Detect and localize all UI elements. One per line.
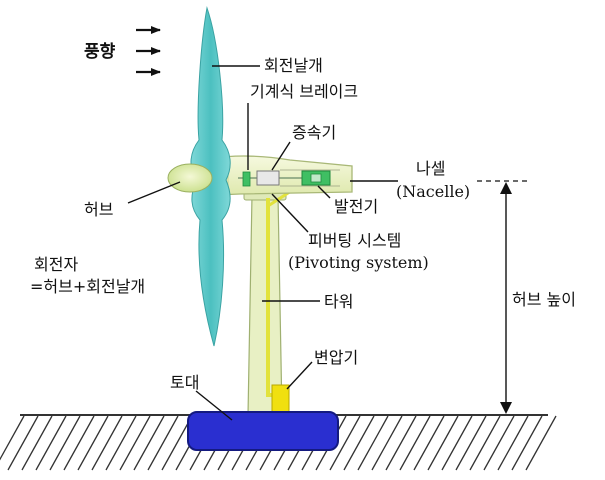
hub-label: 허브 (84, 200, 113, 219)
hatch-line (511, 415, 543, 471)
pivoting-label-ko: 피버팅 시스템 (308, 231, 401, 250)
hatch-line (133, 415, 165, 471)
leader-generator (317, 185, 331, 199)
hatch-line (343, 415, 375, 471)
hatch-line (49, 415, 81, 471)
hatch-line (35, 415, 67, 471)
tower-label: 타워 (324, 292, 353, 311)
hatch-line (357, 415, 389, 471)
leader-transformer (286, 361, 313, 390)
hatch-line (91, 415, 123, 471)
rotor-label-line2: =허브+회전날개 (30, 277, 145, 296)
hub-part (167, 163, 213, 193)
hatch-line (455, 415, 487, 471)
gearbox-label: 증속기 (292, 123, 336, 142)
hatch-line (385, 415, 417, 471)
hatch-line (413, 415, 445, 471)
hatch-line (147, 415, 179, 471)
hub-height-dimension (477, 180, 527, 414)
rotor-label-line1: 회전자 (34, 255, 78, 274)
hatch-line (469, 415, 501, 471)
nacelle-label-ko: 나셀 (416, 159, 445, 178)
hatch-line (441, 415, 473, 471)
hatch-line (427, 415, 459, 471)
leader-pivoting (271, 193, 309, 233)
hatch-line (119, 415, 151, 471)
hatch-line (0, 415, 25, 461)
wind-arrows (136, 26, 161, 76)
leader-gearbox (271, 141, 291, 171)
hatch-line (399, 415, 431, 471)
tower (243, 191, 287, 416)
leader-hub (127, 181, 181, 204)
foundation-block (187, 411, 339, 451)
foundation-label: 토대 (170, 373, 199, 392)
leader-foundation (195, 390, 233, 421)
wind-direction-label: 풍향 (84, 41, 116, 62)
brake-part (242, 171, 251, 187)
nacelle-label-en: (Nacelle) (396, 182, 470, 201)
hatch-line (525, 415, 557, 471)
hatch-line (371, 415, 403, 471)
transformer-label: 변압기 (314, 348, 358, 367)
blade-label: 회전날개 (264, 56, 323, 75)
hatch-line (77, 415, 109, 471)
generator-part (301, 170, 331, 186)
hatch-line (63, 415, 95, 471)
hatch-line (21, 415, 53, 471)
pivoting-label-en: (Pivoting system) (288, 253, 429, 272)
hatch-line (105, 415, 137, 471)
hatch-line (7, 415, 39, 471)
gearbox-part (256, 170, 280, 186)
hatch-line (497, 415, 529, 471)
mechanical-brake-label: 기계식 브레이크 (250, 82, 358, 101)
generator-label: 발전기 (334, 197, 378, 216)
hub-height-label: 허브 높이 (512, 290, 576, 309)
hatch-line (329, 415, 361, 471)
leader-lines (127, 65, 398, 421)
hatch-line (483, 415, 515, 471)
